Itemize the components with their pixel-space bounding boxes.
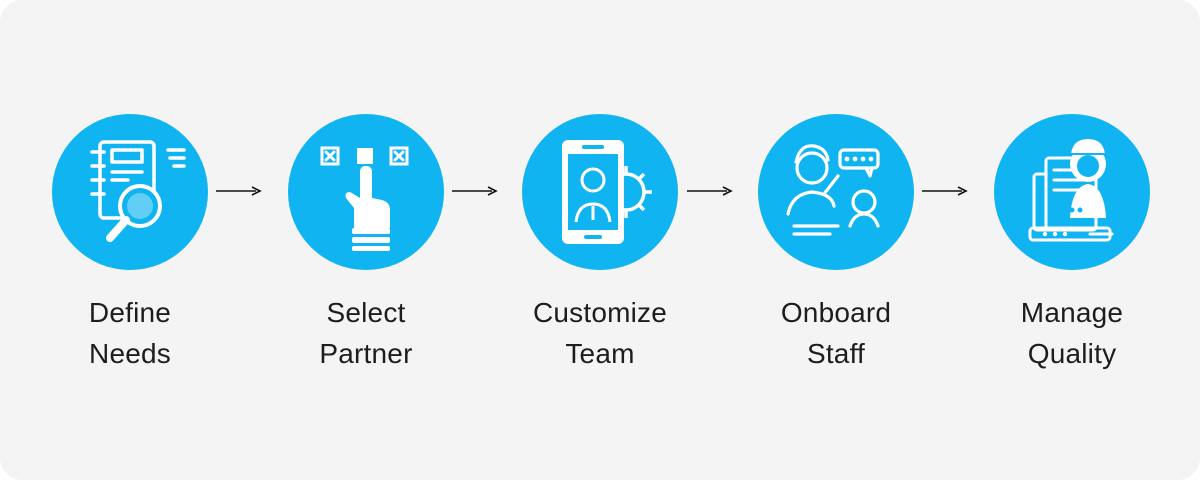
step-label-line2: Staff [806,338,866,369]
step-circle [288,114,444,270]
step-customize-team: Customize Team [520,114,680,374]
step-label-line2: Needs [89,338,171,369]
step-label: Manage Quality [992,292,1152,374]
chat-people-icon [786,144,880,236]
step-select-partner: Select Partner [286,114,446,374]
step-label-line2: Quality [1027,338,1117,369]
step-circle [758,114,914,270]
step-onboard-staff: Onboard Staff [756,114,916,374]
arrow-icon [687,186,733,196]
step-label-line1: Customize [532,297,668,328]
hand-select-icon [320,146,409,251]
step-label: Onboard Staff [756,292,916,374]
step-label-line1: Onboard [780,297,892,328]
step-circle [522,114,678,270]
phone-profile-gear-icon [562,140,652,244]
arrow-icon [216,186,262,196]
arrow-icon [452,186,498,196]
document-worker-icon [1028,136,1114,242]
step-define-needs: Define Needs [50,114,210,374]
step-label-line2: Team [565,338,635,369]
notebook-search-icon [90,140,186,242]
step-label-line2: Partner [319,338,413,369]
step-label-line1: Define [88,297,172,328]
step-label-line1: Manage [1020,297,1124,328]
step-circle [994,114,1150,270]
arrow-icon [922,186,968,196]
step-label-line1: Select [326,297,406,328]
step-circle [52,114,208,270]
step-label: Define Needs [50,292,210,374]
step-label: Customize Team [520,292,680,374]
step-manage-quality: Manage Quality [992,114,1152,374]
step-label: Select Partner [286,292,446,374]
